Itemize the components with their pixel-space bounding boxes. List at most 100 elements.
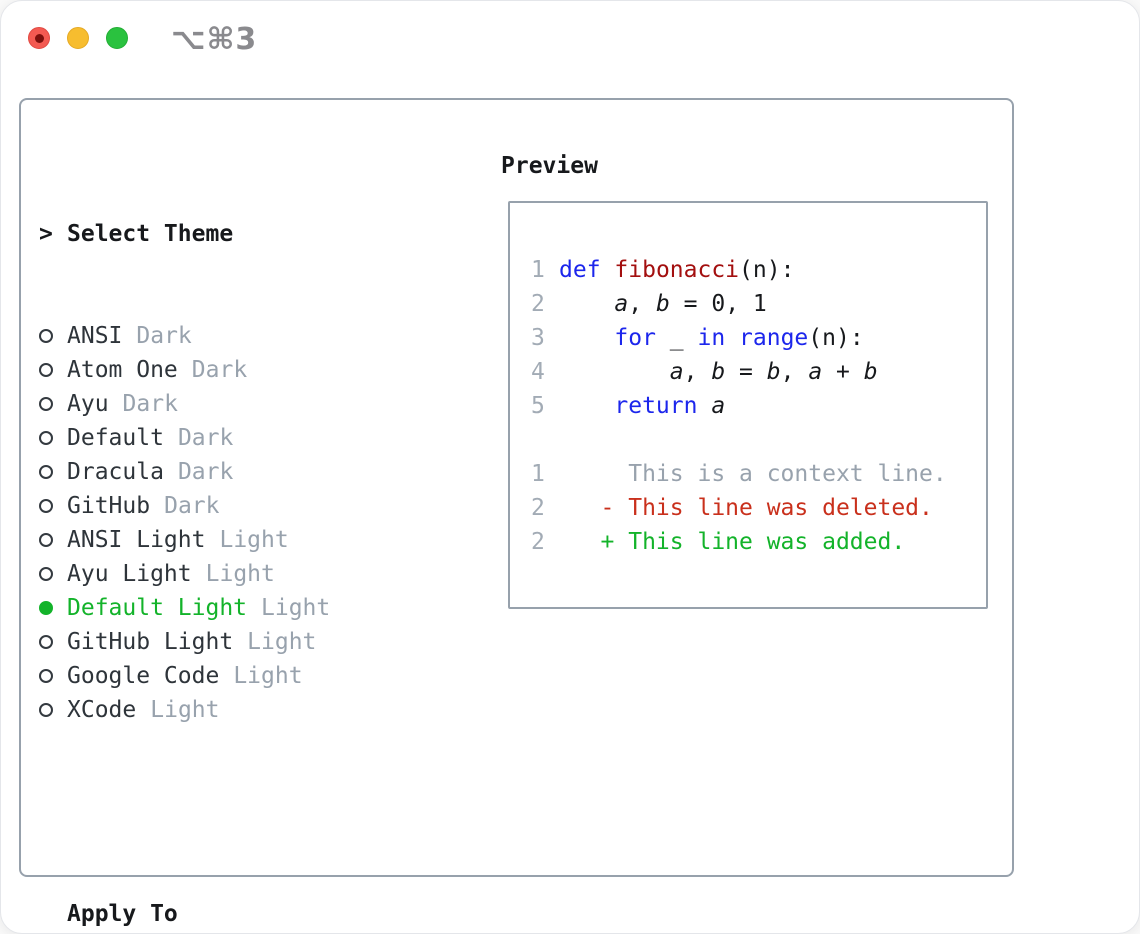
code-token [601,257,615,283]
code-content: a, b = b, a + b [559,355,878,389]
minimize-button[interactable] [67,27,89,49]
code-line: 2 + This line was added. [531,525,986,559]
theme-item[interactable]: GitHub Dark [39,489,427,523]
code-content: for _ in range(n): [559,321,864,355]
theme-name: ANSI [67,323,123,349]
code-token-variable: b [655,291,670,317]
radio-icon [39,499,53,513]
line-number: 2 [531,495,545,521]
radio-icon [39,363,53,377]
code-token-keyword: for [614,325,656,351]
theme-item[interactable]: Atom One Dark [39,353,427,387]
code-content: return a [559,389,725,423]
code-line [531,423,986,457]
theme-name: Ayu [67,391,109,417]
theme-item[interactable]: ANSI Light Light [39,523,427,557]
preview-box: 1 def fibonacci(n): 2 a, b = 0, 1 3 for … [508,201,988,609]
radio-icon [39,397,53,411]
radio-icon [39,601,53,615]
keyboard-shortcut-label: ⌥⌘3 [171,22,258,57]
code-token-variable: b [766,359,781,385]
radio-icon [39,465,53,479]
theme-item[interactable]: Ayu Dark [39,387,427,421]
theme-variant: Light [261,595,331,621]
close-button[interactable] [28,27,50,49]
code-line: 1 def fibonacci(n): [531,253,986,287]
theme-variant: Dark [164,493,220,519]
line-number: 1 [531,461,545,487]
code-token-keyword: def [559,257,601,283]
code-token-variable: b [863,359,878,385]
theme-name: ANSI Light [67,527,206,553]
theme-name: Google Code [67,663,220,689]
radio-icon [39,567,53,581]
radio-icon [39,669,53,683]
code-token-added: + This line was added. [559,529,906,555]
theme-name: Atom One [67,357,178,383]
theme-item[interactable]: ANSI Dark [39,319,427,353]
code-token-context: This is a context line. [559,461,947,487]
code-token [697,393,711,419]
code-token-variable: a [711,393,726,419]
theme-name: GitHub [67,493,151,519]
code-token [725,325,739,351]
code-token [559,359,670,385]
code-token: (n): [808,325,864,351]
code-line: 2 - This line was deleted. [531,491,986,525]
theme-variant: Dark [136,323,192,349]
theme-variant: Dark [191,357,248,383]
theme-item[interactable]: Dracula Dark [39,455,427,489]
line-number: 3 [531,325,545,351]
radio-icon [39,329,53,343]
code-token-keyword: return [614,393,698,419]
code-content: This is a context line. [559,457,947,491]
theme-name: Dracula [67,459,164,485]
theme-variant: Light [219,527,289,553]
line-number: 5 [531,393,545,419]
theme-variant: Dark [177,459,234,485]
code-token-variable: b [711,359,726,385]
code-token [559,393,614,419]
code-token-variable: a [614,291,629,317]
code-content: def fibonacci(n): [559,253,794,287]
theme-name: Ayu Light [67,561,192,587]
theme-variant: Light [205,561,275,587]
apply-to-title: Apply To [67,901,178,927]
line-number: 2 [531,529,545,555]
code-token-variable: a [669,359,684,385]
code-line: 1 This is a context line. [531,457,986,491]
radio-icon [39,635,53,649]
line-number: 4 [531,359,545,385]
theme-variant: Light [247,629,317,655]
close-dot-icon [34,33,44,43]
theme-picker-header: > Select Theme [39,217,427,251]
code-token: = [725,359,767,385]
code-line: 3 for _ in range(n): [531,321,986,355]
zoom-button[interactable] [106,27,128,49]
code-token-variable: a [808,359,823,385]
theme-item[interactable]: Default Dark [39,421,427,455]
theme-variant: Dark [177,425,234,451]
preview-title: Preview [501,153,598,179]
line-number: 2 [531,291,545,317]
code-token: + [822,359,864,385]
theme-picker-title: Select Theme [67,221,234,247]
code-token: , [683,359,712,385]
theme-item[interactable]: Ayu Light Light [39,557,427,591]
radio-icon [39,431,53,445]
code-token: = 0, 1 [669,291,767,317]
radio-icon [39,703,53,717]
code-token: (n): [739,257,795,283]
code-content: + This line was added. [559,525,906,559]
theme-variant: Dark [122,391,178,417]
code-content: a, b = 0, 1 [559,287,767,321]
code-token-keyword: in [697,325,726,351]
theme-name: Default [67,425,164,451]
code-content: - This line was deleted. [559,491,933,525]
